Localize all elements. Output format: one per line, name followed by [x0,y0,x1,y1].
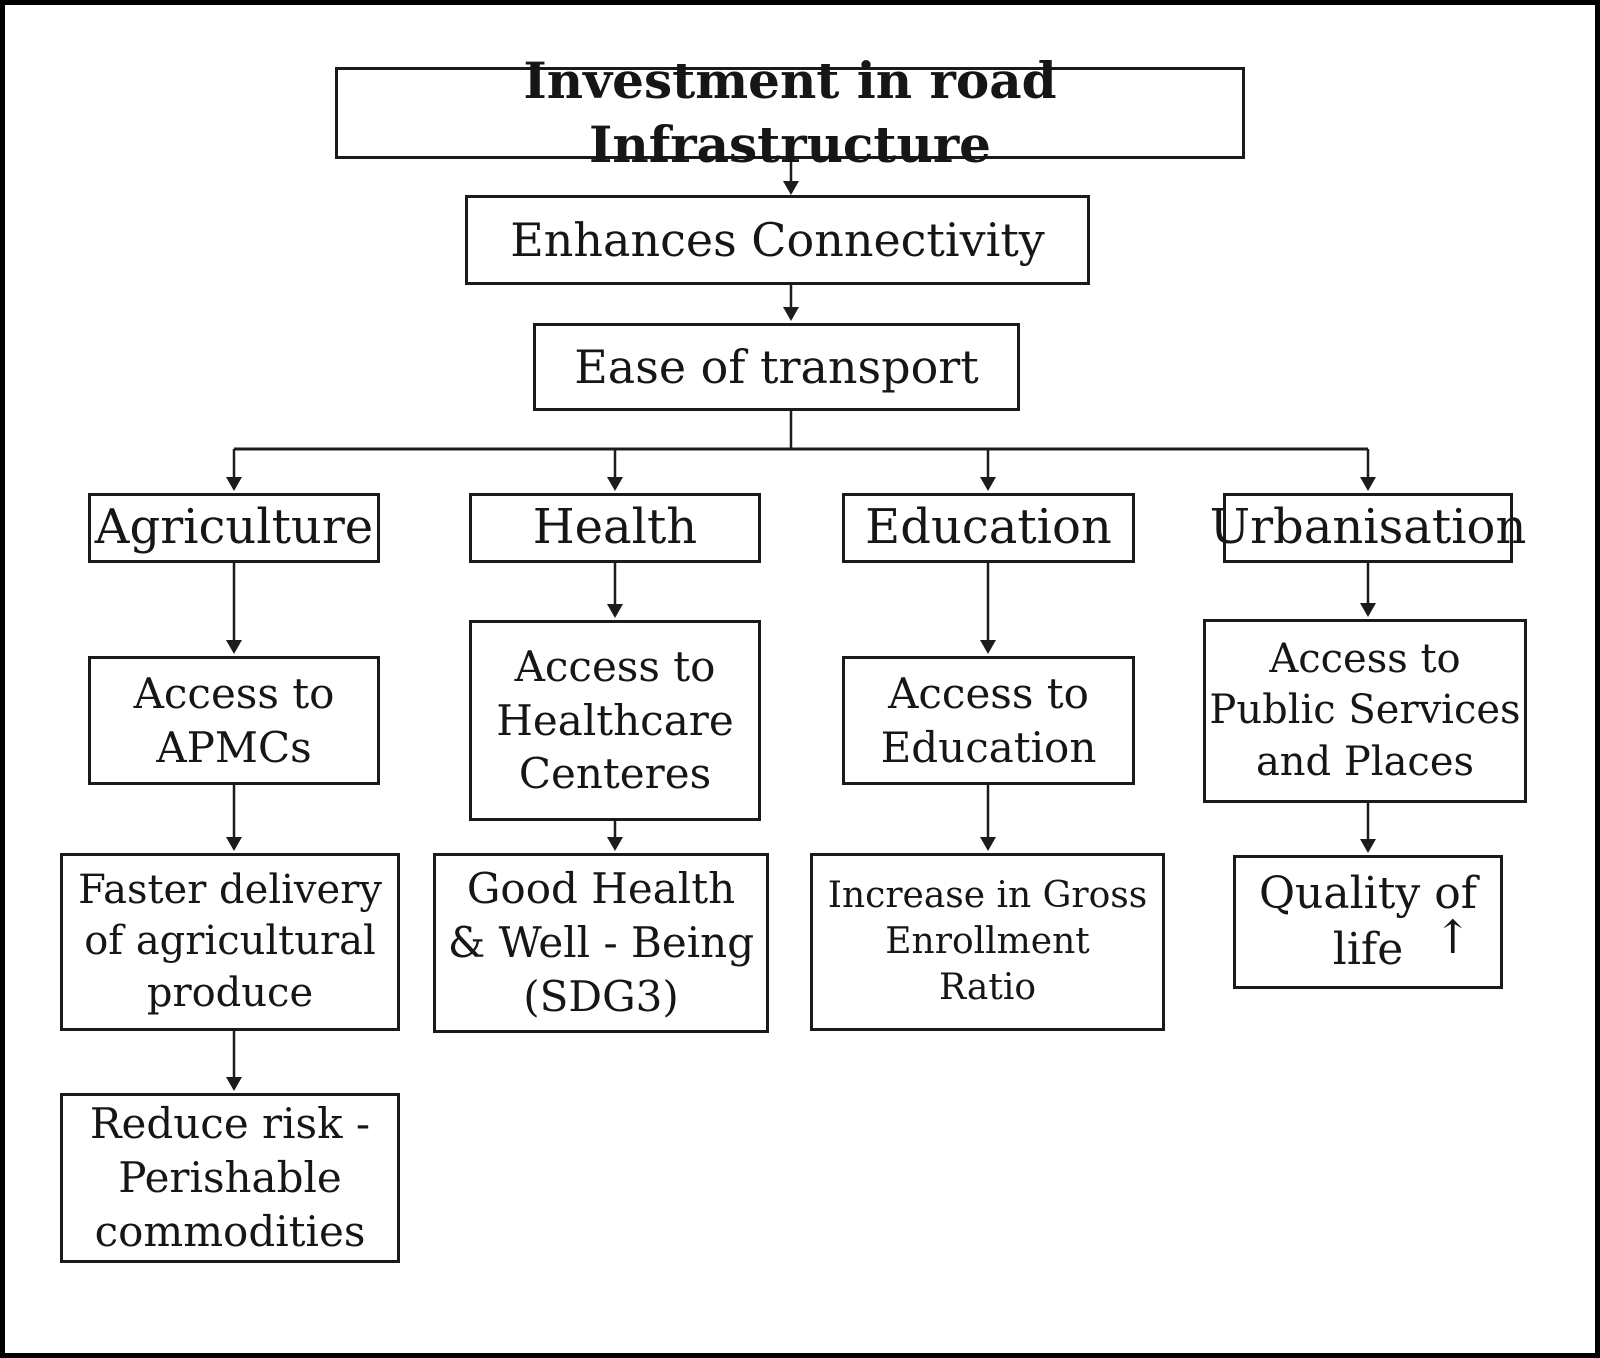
node-agriculture: Agriculture [88,493,380,563]
node-investment-title: Investment in road Infrastructure [335,51,1245,174]
quality-of-life-label: Quality of life [1258,867,1478,975]
node-faster-delivery: Faster delivery of agricultural produce [60,853,400,1031]
node-health: Health [469,493,761,563]
node-access-apmcs: Access to APMCs [88,656,380,785]
node-education: Education [842,493,1135,563]
node-access-public-services: Access to Public Services and Places [1203,619,1527,803]
node-good-health-sdg3: Good Health & Well - Being (SDG3) [433,853,769,1033]
node-ease-of-transport: Ease of transport [533,323,1020,411]
node-access-education: Access to Education [842,656,1135,785]
node-enhances-connectivity: Enhances Connectivity [465,195,1090,285]
node-quality-of-life: Quality of life ↑ [1233,855,1503,989]
up-arrow-icon: ↑ [1433,910,1472,964]
node-reduce-risk-perishable: Reduce risk - Perishable commodities [60,1093,400,1263]
node-urbanisation: Urbanisation [1210,493,1526,563]
node-gross-enrollment-ratio: Increase in Gross Enrollment Ratio [810,853,1165,1031]
node-access-healthcare-centeres: Access to Healthcare Centeres [469,620,761,821]
